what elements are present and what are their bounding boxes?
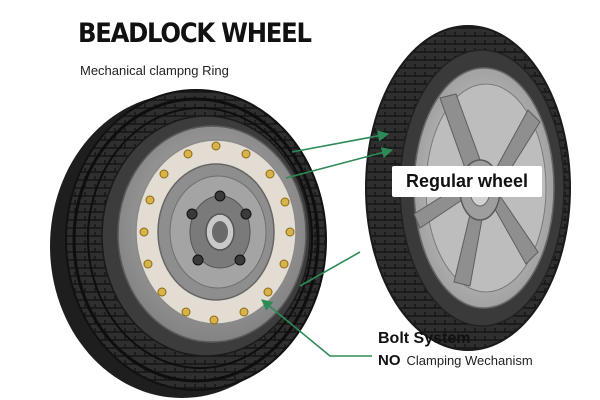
arrow-ring-to-label	[285, 147, 394, 179]
ring-bolts	[139, 141, 295, 325]
page-subtitle: Mechanical clampng Ring	[80, 63, 229, 78]
regular-wheel-label: Regular wheel	[392, 166, 542, 197]
clamping-mechanism-label: NO Clamping Wechanism	[378, 352, 533, 369]
lug-nuts	[186, 190, 252, 266]
page-title: BEADLOCK WHEEL	[78, 18, 312, 49]
callout-lines	[261, 130, 394, 357]
bolt-callout-line	[261, 299, 372, 357]
no-label: NO	[378, 352, 401, 369]
bolt-system-label: Bolt System	[378, 330, 471, 347]
clamping-text: Clamping Wechanism	[406, 353, 533, 368]
beadlock-wheel	[50, 89, 327, 398]
bolt-callout-line-2	[299, 251, 361, 287]
arrow-to-regular-wheel	[291, 130, 390, 153]
